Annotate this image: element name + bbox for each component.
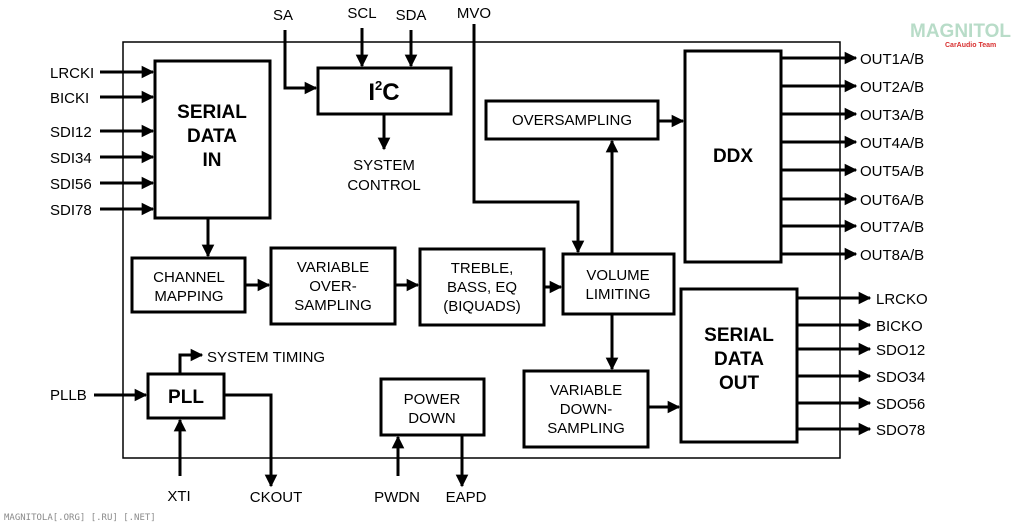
- variable-downsampling-block: [522, 369, 650, 449]
- serial-data-in-label: SERIAL DATA IN: [177, 102, 247, 171]
- volume-limiting-label: VOLUME LIMITING: [585, 267, 650, 303]
- pin-out7: OUT7A/B: [860, 219, 924, 236]
- signal-connectors: [94, 24, 872, 488]
- chip-outline: [122, 41, 841, 459]
- svg-text:SERIAL: SERIAL: [704, 325, 774, 346]
- pin-out1: OUT1A/B: [860, 51, 924, 68]
- wire-sa: [283, 30, 318, 95]
- pin-pwdn: PWDN: [374, 489, 420, 506]
- serial-in-line-2: DATA: [187, 126, 237, 147]
- serial-in-line-3: IN: [203, 150, 222, 171]
- pin-lrcko: LRCKO: [876, 291, 928, 308]
- serial-data-in-block: [153, 59, 272, 220]
- svg-text:BASS, EQ: BASS, EQ: [447, 279, 517, 296]
- svg-text:SYSTEM: SYSTEM: [353, 157, 415, 174]
- i2c-block: [316, 66, 453, 116]
- pin-ckout: CKOUT: [250, 489, 303, 506]
- system-control-label: SYSTEM CONTROL: [347, 157, 420, 194]
- pin-sdi78: SDI78: [50, 202, 92, 219]
- power-down-block: [379, 377, 486, 437]
- pin-xti: XTI: [167, 488, 190, 505]
- svg-text:LIMITING: LIMITING: [585, 286, 650, 303]
- svg-text:VARIABLE: VARIABLE: [550, 382, 622, 399]
- pin-sda: SDA: [396, 7, 427, 24]
- serial-data-out-block: [679, 287, 799, 444]
- svg-text:CONTROL: CONTROL: [347, 177, 420, 194]
- pin-eapd: EAPD: [446, 489, 487, 506]
- pin-mvo: MVO: [457, 5, 491, 22]
- pin-sdi12: SDI12: [50, 124, 92, 141]
- volume-limiting-block: [561, 252, 676, 316]
- pin-sa: SA: [273, 7, 293, 24]
- wire-system-timing: [178, 348, 204, 374]
- pin-out6: OUT6A/B: [860, 192, 924, 209]
- watermark: MAGNITOLA CarAudio Team MAGNITOLA[.ORG] …: [4, 21, 1011, 523]
- i2c-label: I2C: [368, 78, 399, 106]
- pin-sdi34: SDI34: [50, 150, 92, 167]
- svg-text:VOLUME: VOLUME: [586, 267, 649, 284]
- pin-out2: OUT2A/B: [860, 79, 924, 96]
- treble-bass-eq-label: TREBLE, BASS, EQ (BIQUADS): [443, 260, 521, 315]
- svg-text:DOWN: DOWN: [408, 410, 456, 427]
- oversampling-block: [484, 99, 660, 141]
- output-pin-labels: OUT1A/B OUT2A/B OUT3A/B OUT4A/B OUT5A/B …: [860, 51, 924, 264]
- pin-out3: OUT3A/B: [860, 107, 924, 124]
- svg-text:MAPPING: MAPPING: [154, 288, 223, 305]
- serial-output-pin-labels: LRCKO BICKO SDO12 SDO34 SDO56 SDO78: [876, 291, 928, 439]
- variable-oversampling-label: VARIABLE OVER- SAMPLING: [294, 259, 372, 314]
- svg-text:CHANNEL: CHANNEL: [153, 269, 225, 286]
- channel-mapping-label: CHANNEL MAPPING: [153, 269, 225, 305]
- serial-in-line-1: SERIAL: [177, 102, 247, 123]
- wire-ckout: [224, 393, 278, 488]
- system-timing-label: SYSTEM TIMING: [207, 349, 325, 366]
- power-down-label: POWER DOWN: [404, 391, 461, 427]
- pin-pllb: PLLB: [50, 387, 87, 404]
- pin-out8: OUT8A/B: [860, 247, 924, 264]
- pin-lrcki: LRCKI: [50, 65, 94, 82]
- pin-sdo34: SDO34: [876, 369, 925, 386]
- serial-data-out-label: SERIAL DATA OUT: [704, 325, 774, 394]
- watermark-footer: MAGNITOLA[.ORG] [.RU] [.NET]: [4, 513, 156, 523]
- svg-text:DOWN-: DOWN-: [560, 401, 613, 418]
- pll-label: PLL: [168, 387, 204, 408]
- watermark-logo: MAGNITOLA: [910, 21, 1011, 42]
- svg-text:POWER: POWER: [404, 391, 461, 408]
- pin-sdo78: SDO78: [876, 422, 925, 439]
- pin-bicko: BICKO: [876, 318, 923, 335]
- pin-out4: OUT4A/B: [860, 135, 924, 152]
- treble-bass-eq-block: [418, 247, 546, 327]
- oversampling-label: OVERSAMPLING: [512, 112, 632, 129]
- svg-text:SAMPLING: SAMPLING: [294, 297, 372, 314]
- svg-text:DATA: DATA: [714, 349, 764, 370]
- input-pin-labels: LRCKI BICKI SDI12 SDI34 SDI56 SDI78: [50, 65, 94, 219]
- svg-text:TREBLE,: TREBLE,: [451, 260, 514, 277]
- svg-text:OUT: OUT: [719, 373, 760, 394]
- pin-sdi56: SDI56: [50, 176, 92, 193]
- watermark-subtitle: CarAudio Team: [945, 42, 996, 49]
- variable-downsampling-label: VARIABLE DOWN- SAMPLING: [547, 382, 625, 437]
- ddx-label: DDX: [713, 146, 753, 167]
- svg-text:(BIQUADS): (BIQUADS): [443, 298, 521, 315]
- pin-sdo12: SDO12: [876, 342, 925, 359]
- pin-sdo56: SDO56: [876, 396, 925, 413]
- pin-scl: SCL: [347, 5, 376, 22]
- svg-text:SAMPLING: SAMPLING: [547, 420, 625, 437]
- wire-mvo: [472, 24, 585, 254]
- svg-text:VARIABLE: VARIABLE: [297, 259, 369, 276]
- pin-out5: OUT5A/B: [860, 163, 924, 180]
- svg-text:OVER-: OVER-: [309, 278, 357, 295]
- pll-block: [146, 372, 226, 420]
- pin-bicki: BICKI: [50, 90, 89, 107]
- ddx-block: [683, 49, 783, 264]
